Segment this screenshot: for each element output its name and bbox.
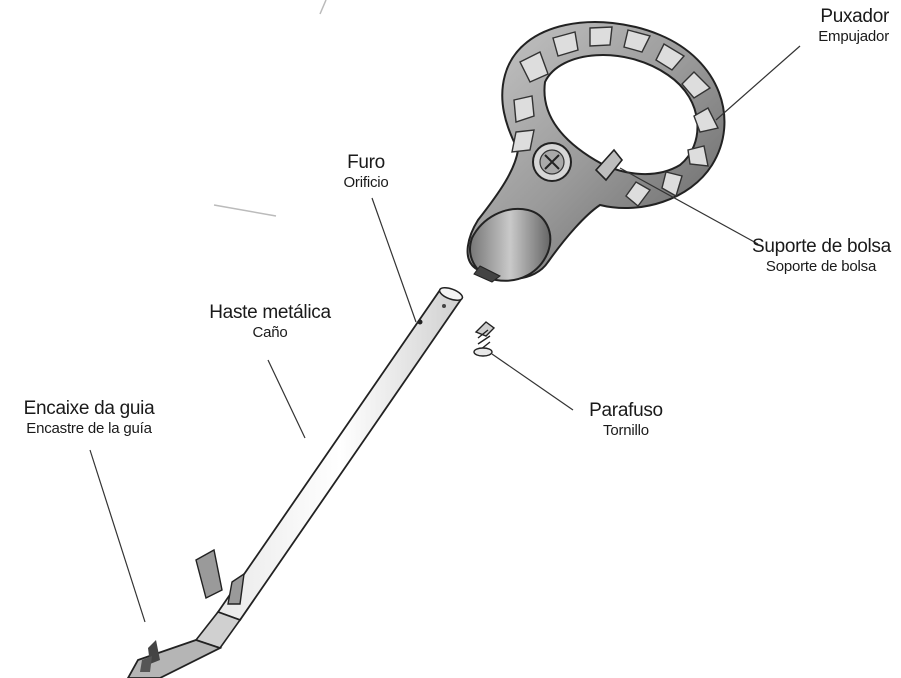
label-screw: Parafuso Tornillo	[572, 400, 680, 439]
label-hole: Furo Orificio	[326, 152, 406, 191]
handle-illustration	[468, 22, 725, 282]
label-handle-pt: Puxador	[818, 6, 889, 28]
leader-line-handle	[716, 46, 800, 120]
label-screw-pt: Parafuso	[572, 400, 680, 422]
label-bag-holder: Suporte de bolsa Soporte de bolsa	[752, 236, 890, 275]
label-bag-holder-pt: Suporte de bolsa	[752, 236, 890, 258]
leader-line-hole	[372, 198, 416, 322]
label-screw-es: Tornillo	[572, 422, 680, 439]
leader-line-tube	[268, 360, 305, 438]
label-bag-holder-es: Soporte de bolsa	[752, 258, 890, 275]
leader-line-guide-fit	[90, 450, 145, 622]
label-tube-es: Caño	[200, 324, 340, 341]
label-tube-pt: Haste metálica	[200, 302, 340, 324]
label-guide-fit-es: Encastre de la guía	[0, 420, 178, 437]
leader-line-screw	[492, 354, 573, 410]
label-handle-es: Empujador	[818, 28, 889, 45]
label-handle: Puxador Empujador	[818, 6, 889, 45]
label-tube: Haste metálica Caño	[200, 302, 340, 341]
page-edge-lines	[214, 0, 326, 216]
screw-illustration	[474, 322, 494, 356]
label-hole-pt: Furo	[326, 152, 406, 174]
label-hole-es: Orificio	[326, 174, 406, 191]
label-guide-fit: Encaixe da guia Encastre de la guía	[0, 398, 178, 437]
label-guide-fit-pt: Encaixe da guia	[0, 398, 178, 420]
